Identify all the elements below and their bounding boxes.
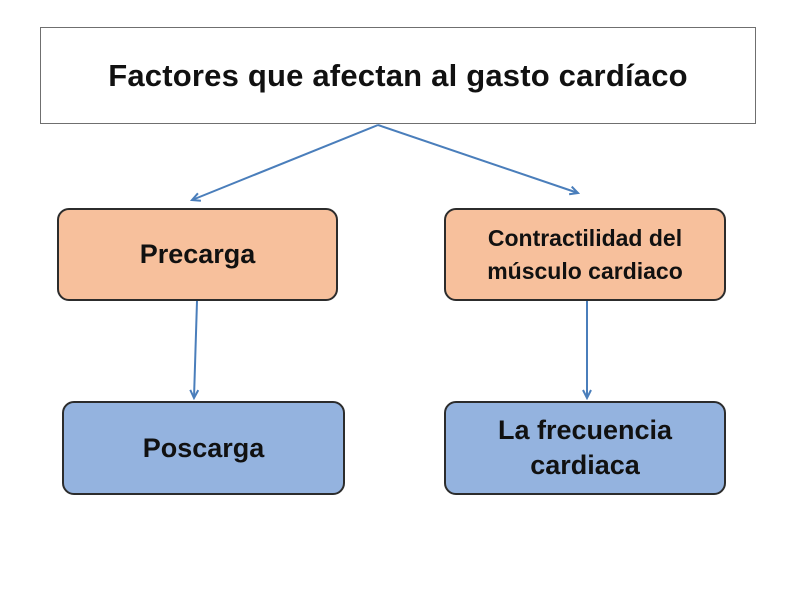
node-contractilidad-label: Contractilidad del músculo cardiaco <box>487 224 683 284</box>
node-precarga: Precarga <box>57 208 338 301</box>
node-poscarga-label: Poscarga <box>142 432 265 463</box>
node-precarga-label: Precarga <box>139 239 256 269</box>
node-frecuencia: La frecuencia cardiaca <box>444 401 726 495</box>
arrow-title-to-contractilidad <box>377 124 578 193</box>
diagram-title-box: Factores que afectan al gasto cardíaco <box>40 27 756 124</box>
arrow-precarga-to-poscarga <box>194 300 197 398</box>
arrow-title-to-precarga <box>192 124 379 200</box>
node-poscarga: Poscarga <box>62 401 345 495</box>
node-contractilidad: Contractilidad del músculo cardiaco <box>444 208 726 301</box>
diagram-title: Factores que afectan al gasto cardíaco <box>108 57 688 93</box>
node-frecuencia-label: La frecuencia cardiaca <box>497 415 673 480</box>
